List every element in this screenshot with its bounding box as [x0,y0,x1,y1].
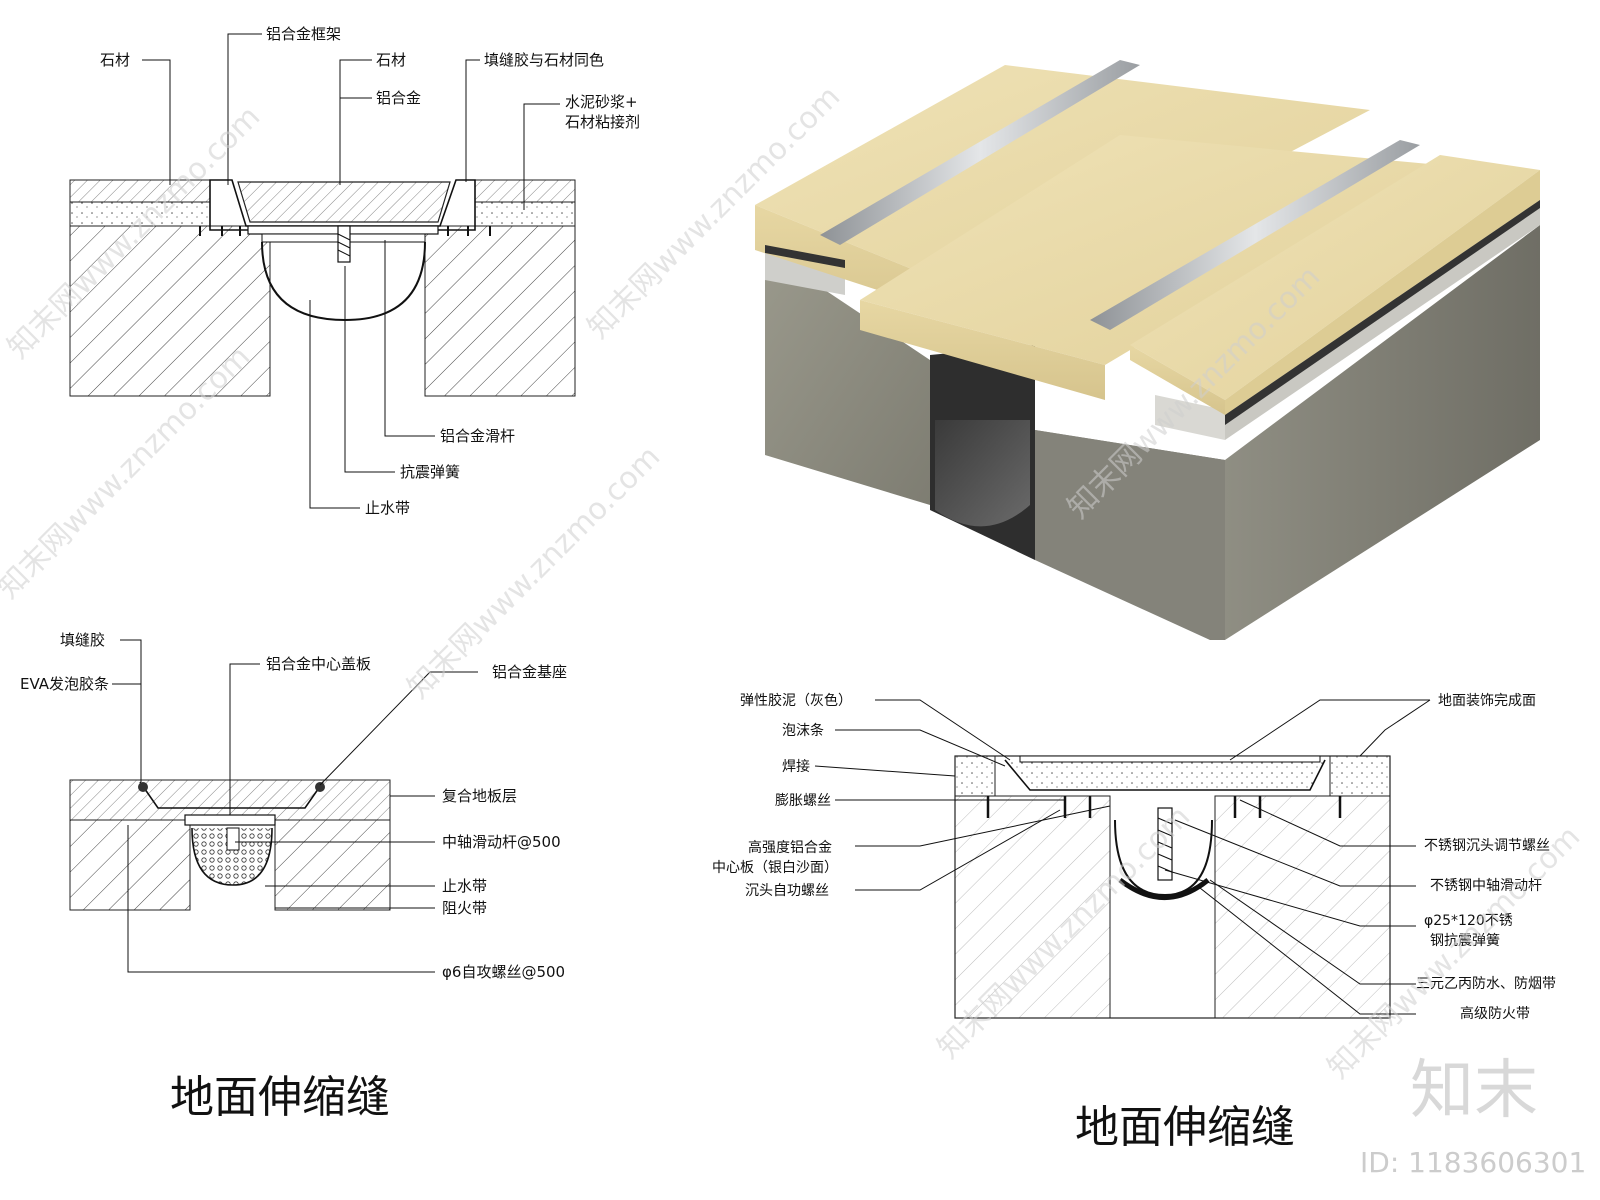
mortar-layer-right [474,201,576,227]
render-waterstop [935,420,1030,527]
alu-base [139,781,324,809]
concrete-right [424,225,576,397]
stone-layer-right [474,179,576,203]
leaders-bottom-left [112,639,478,973]
label-weld: 焊接 [782,758,810,775]
label-stone-left: 石材 [100,51,130,69]
label-spring-1: φ25*120不锈 [1424,913,1513,929]
label-fire: 高级防火带 [1460,1005,1530,1022]
label-alu-frame: 铝合金框架 [266,25,341,43]
label-filler: 填缝胶与石材同色 [484,51,604,69]
label-spring: 抗震弹簧 [400,463,460,481]
label-axis-rod-br: 不锈钢中轴滑动杆 [1430,877,1542,894]
label-sealant: 填缝胶 [60,631,105,649]
label-elastic: 弹性胶泥（灰色） [740,692,852,709]
label-alu-plate-1: 高强度铝合金 [748,839,832,856]
label-self-tap: 沉头自功螺丝 [745,883,829,899]
center-stone [237,181,451,223]
label-waterstop-bl: 止水带 [442,877,487,895]
render-metal-strip-2 [1090,140,1420,330]
label-eva: EVA发泡胶条 [20,675,109,693]
label-fire-band: 阻火带 [442,899,487,917]
section-top-left: 石材 铝合金框架 石材 铝合金 填缝胶与石材同色 水泥砂浆+ 石材粘接剂 铝合金… [69,25,640,517]
title-bottom-right: 地面伸缩缝 [1075,1102,1295,1153]
label-stone-mid: 石材 [376,51,406,69]
spring [337,225,351,263]
label-center-plate: 铝合金中心盖板 [266,655,371,673]
section-bottom-right: 弹性胶泥（灰色） 泡沫条 焊接 膨胀螺丝 高强度铝合金 中心板（银白沙面） 沉头… [712,692,1556,1153]
alu-center-plate [1004,759,1326,791]
label-epdm: 三元乙丙防水、防烟带 [1416,976,1556,992]
fire-strip [1118,878,1210,900]
label-spring-2: 钢抗震弹簧 [1430,933,1500,949]
leaders-top-left [142,33,560,509]
label-expansion: 膨胀螺丝 [775,792,831,809]
label-finish: 地面装饰完成面 [1438,693,1536,709]
render-marble-right [1130,155,1540,400]
label-mortar-1: 水泥砂浆+ [565,93,638,111]
label-alu-plate-2: 中心板（银白沙面） [712,860,838,876]
leaders-bottom-right [814,699,1431,1015]
render-marble-center [860,135,1440,365]
steel-spring [1157,807,1173,881]
concrete-left [69,225,271,397]
render-3d [755,60,1540,640]
label-screw: φ6自攻螺丝@500 [442,963,565,981]
label-adj-screw: 不锈钢沉头调节螺丝 [1424,838,1550,854]
title-bottom-left: 地面伸缩缝 [170,1072,390,1123]
label-slide-rod: 铝合金滑杆 [440,427,515,445]
label-mortar-2: 石材粘接剂 [565,113,640,131]
watermark-logo: 知末 [1410,1054,1538,1128]
section-bottom-left: 填缝胶 EVA发泡胶条 铝合金中心盖板 铝合金基座 复合地板层 中轴滑动杆@50… [20,631,567,1123]
label-waterstop: 止水带 [365,499,410,517]
center-plate [184,814,276,826]
label-alu: 铝合金 [376,89,421,107]
watermark-id: ID: 1183606301 [1360,1146,1586,1179]
label-axis-rod: 中轴滑动杆@500 [442,833,561,851]
label-floor-layer: 复合地板层 [442,787,517,805]
label-foam: 泡沫条 [782,722,824,739]
render-metal-strip-1 [820,60,1140,245]
label-base: 铝合金基座 [492,663,567,681]
